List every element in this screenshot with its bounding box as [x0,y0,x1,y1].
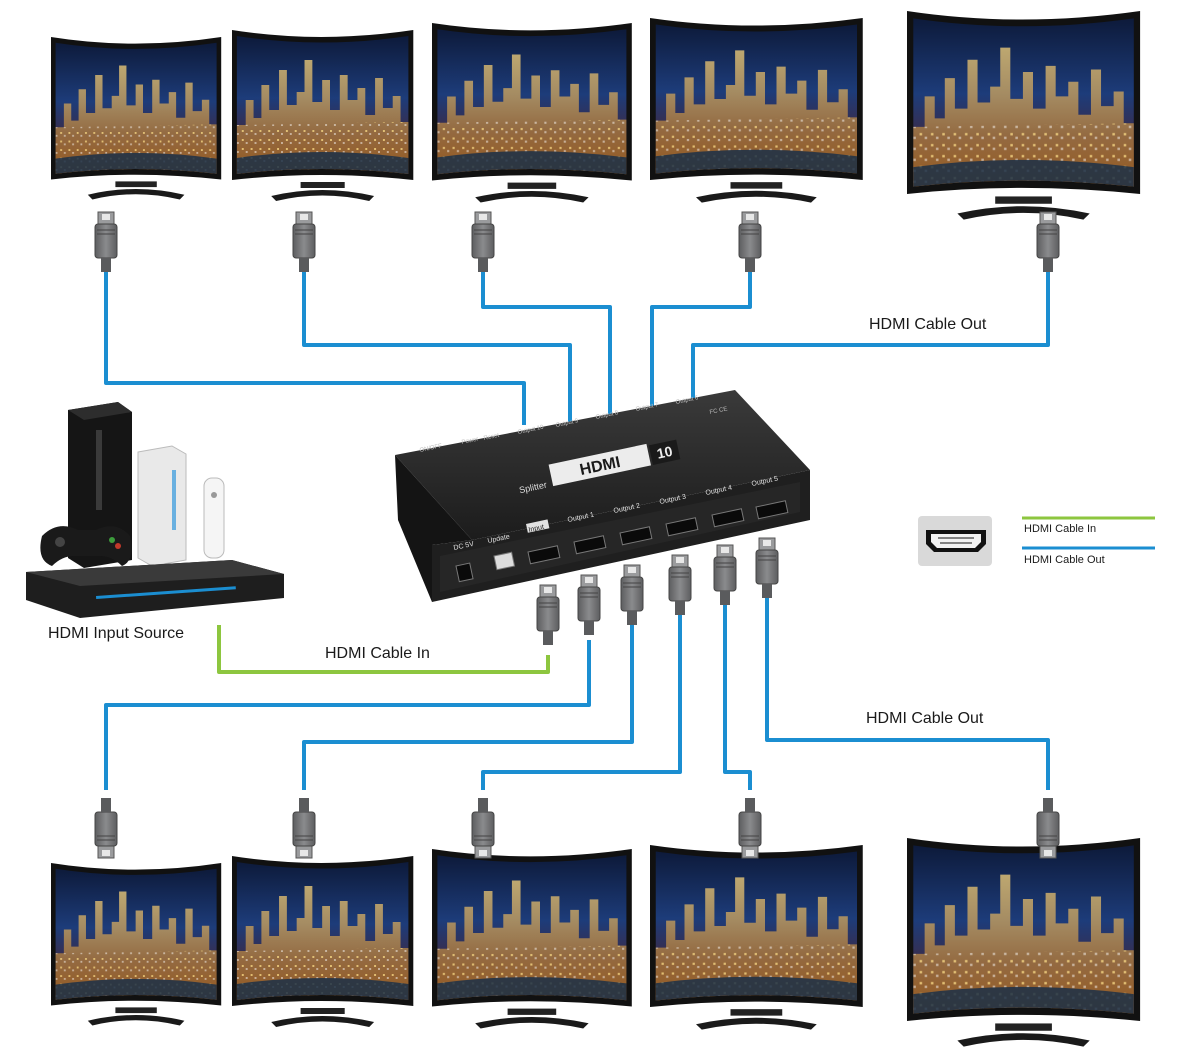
tv-top-3 [432,23,632,203]
hdmi-connector-icon [713,544,737,606]
tv-bottom-3 [432,849,632,1029]
hdmi-input-source-devices [26,402,284,618]
cable-in [217,625,550,674]
hdmi-connector-icon [755,537,779,599]
device-onoff-label: ON/OFF [419,443,443,454]
hdmi-connector-icon [471,211,495,273]
svg-text:Output 6: Output 6 [675,395,699,406]
svg-text:Output 7: Output 7 [635,402,659,413]
device-dc-label: DC 5V [453,541,475,552]
legend [918,516,1155,566]
tv-bottom-1 [51,863,222,1026]
hdmi-connector-icon [620,564,644,626]
cable-in-label: HDMI Cable In [325,645,430,662]
tv-top-4 [650,18,863,203]
hdmi-connector-icon [94,211,118,273]
device-cert-label: FC CE [709,406,728,416]
svg-text:Output 9: Output 9 [555,418,579,429]
svg-text:Output 8: Output 8 [595,410,619,421]
hdmi-connector-icon [536,584,560,646]
tv-bottom-4 [650,845,863,1030]
device-reset-label: Reset [483,433,500,442]
hdmi-splitter-device: HDMI 10 Splitter ON/OFF Power Reset FC C… [395,390,810,602]
hdmi-connector-icon [471,797,495,859]
input-source-label: HDMI Input Source [48,625,185,642]
legend-cable-in-label: HDMI Cable In [1024,523,1097,535]
tv-bottom-2 [232,856,414,1027]
device-power-label: Power [461,437,479,446]
hdmi-connector-icon [577,574,601,636]
cable-out-bottom-label: HDMI Cable Out [866,710,984,727]
hdmi-connector-icon [94,797,118,859]
cable-out-top-label: HDMI Cable Out [869,316,987,333]
tv-bottom-5 [907,838,1141,1047]
hdmi-connector-icon [668,554,692,616]
hdmi-connector-icon [1036,797,1060,859]
device-model-number: 10 [655,443,674,462]
cable-out-top [104,270,1050,425]
hdmi-connector-icon [1036,211,1060,273]
device-update-label: Update [487,533,511,545]
hdmi-connector-icon [292,211,316,273]
device-input-label: Input [528,524,545,534]
hdmi-port-icon [926,530,986,552]
cable-out-bottom [104,598,1050,790]
tv-top-2 [232,30,414,201]
hdmi-connector-icon [292,797,316,859]
legend-cable-out-label: HDMI Cable Out [1024,554,1105,566]
tv-top-5 [907,11,1141,220]
tv-top-1 [51,37,222,200]
svg-text:Output 10: Output 10 [517,424,545,435]
hdmi-connector-icon [738,211,762,273]
hdmi-connector-icon [738,797,762,859]
